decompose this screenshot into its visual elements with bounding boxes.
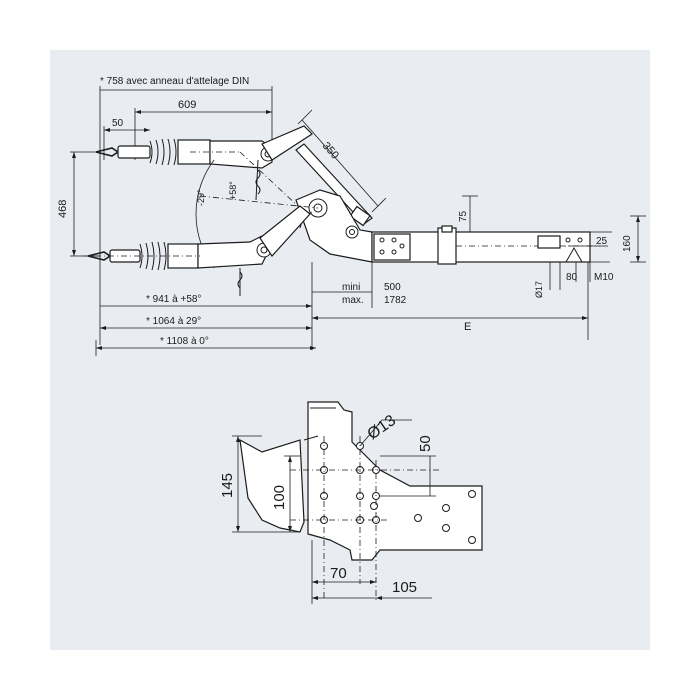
- dim-d13: Ø13: [365, 412, 400, 443]
- mini-value: 500: [384, 282, 401, 293]
- angle-pos58: +58°: [228, 181, 238, 200]
- max-value: 1782: [384, 295, 407, 306]
- dim-e: E: [464, 321, 471, 333]
- angle-neg29: -29°: [196, 189, 206, 206]
- mounting-plate-view: [232, 401, 483, 604]
- dim-d17: Ø17: [534, 281, 544, 298]
- len-1064: * 1064 à 29°: [146, 316, 201, 327]
- drawing-panel: * 758 avec anneau d'attelage DIN 609 50 …: [50, 50, 650, 650]
- dim-80: 80: [566, 272, 578, 283]
- len-1108: * 1108 à 0°: [160, 336, 209, 347]
- mini-label: mini: [342, 282, 360, 293]
- dim-100: 100: [271, 485, 288, 510]
- max-label: max.: [342, 295, 364, 306]
- dim-609: 609: [178, 99, 196, 111]
- technical-drawing: * 758 avec anneau d'attelage DIN 609 50 …: [57, 76, 646, 604]
- note-ring: * 758 avec anneau d'attelage DIN: [100, 76, 249, 87]
- dim-75: 75: [458, 210, 469, 222]
- dim-145: 145: [219, 473, 236, 498]
- dim-70: 70: [330, 565, 347, 582]
- dim-m10: M10: [594, 272, 614, 283]
- dim-468: 468: [57, 200, 69, 218]
- len-941: * 941 à +58°: [146, 294, 201, 305]
- dim-50-bottom: 50: [417, 435, 434, 452]
- dim-25: 25: [596, 236, 608, 247]
- dim-105: 105: [392, 579, 417, 596]
- dim-160: 160: [622, 235, 633, 252]
- coupling-side-view: [70, 86, 646, 356]
- dim-50-top: 50: [112, 118, 124, 129]
